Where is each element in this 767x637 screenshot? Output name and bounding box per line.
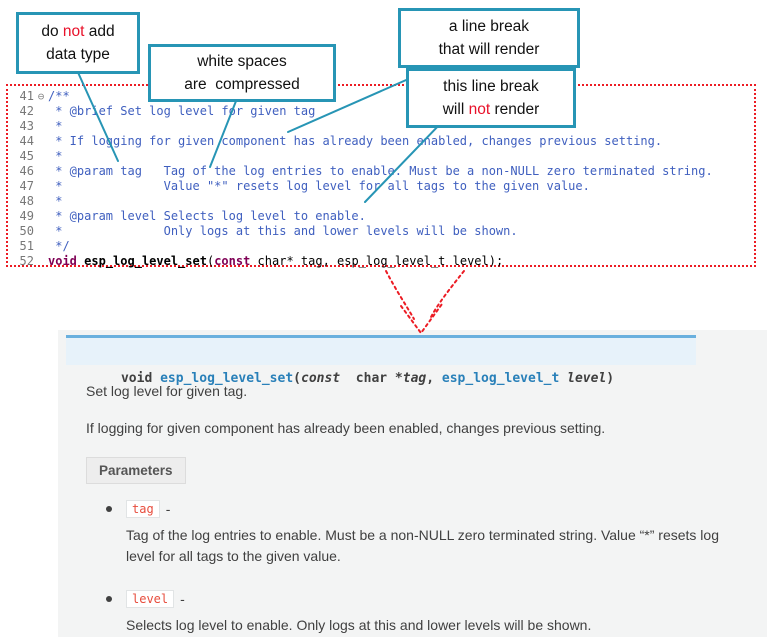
rendered-docs-panel: void esp_log_level_set(const char *tag, …: [58, 330, 767, 637]
sig-punct: ,: [426, 371, 442, 386]
param-name-row: level -: [106, 589, 767, 608]
code-line: 49 * @param level Selects log level to e…: [8, 209, 754, 224]
fold-column: [34, 149, 48, 164]
fold-column: [34, 119, 48, 134]
line-number: 49: [19, 209, 34, 223]
param-name-row: tag -: [106, 499, 767, 518]
line-number: 42: [19, 104, 34, 118]
param-name-chip: tag: [126, 499, 160, 518]
fold-column: [34, 209, 48, 224]
code-line: 51 */: [8, 239, 754, 254]
fold-column: [34, 254, 48, 269]
fold-column: [34, 179, 48, 194]
code-line: 45 *: [8, 149, 754, 164]
fold-collapse-icon[interactable]: ⊖: [37, 90, 45, 103]
detailed-description: If logging for given component has alrea…: [86, 420, 606, 437]
code-editor[interactable]: 41⊖/** 42 * @brief Set log level for giv…: [6, 84, 756, 269]
comment-text: * Only logs at this and lower levels wil…: [48, 224, 518, 238]
code-line-declaration: 52 void esp_log_level_set(const char* tag…: [8, 254, 754, 269]
code-line: 42 * @brief Set log level for given tag: [8, 104, 754, 119]
code-line: 47 * Value "*" resets log level for all …: [8, 179, 754, 194]
line-number: 47: [19, 179, 34, 193]
fold-column: [34, 164, 48, 179]
keyword-const: const: [214, 254, 251, 268]
param-description: Selects log level to enable. Only logs a…: [126, 616, 592, 633]
line-number: 43: [19, 119, 34, 133]
callout-text: white spaces: [197, 53, 287, 70]
code-line: 41⊖/**: [8, 89, 754, 104]
line-number: 48: [19, 194, 34, 208]
param-item: tag - Tag of the log entries to enable. …: [58, 499, 767, 568]
line-number: 52: [19, 254, 34, 268]
sig-function-name: esp_log_level_set: [160, 371, 294, 386]
callout-text: this line break: [443, 78, 539, 95]
keyword-void: void: [48, 254, 77, 268]
param-description: Tag of the log entries to enable. Must b…: [126, 526, 719, 565]
function-signature: void esp_log_level_set(const char *tag, …: [66, 335, 696, 386]
callout-line-break-renders: a line break that will render: [398, 8, 580, 68]
line-number: 46: [19, 164, 34, 178]
comment-text: * If logging for given component has alr…: [48, 134, 663, 148]
sig-punct: ): [606, 371, 615, 386]
line-number: 51: [19, 239, 34, 253]
code-line: 48 *: [8, 194, 754, 209]
callout-text: do not add: [41, 23, 115, 40]
sig-arg-level: level: [567, 371, 607, 386]
line-number: 50: [19, 224, 34, 238]
comment-text: * Value "*" resets log level for all tag…: [48, 179, 590, 193]
sig-arg-tag: tag: [402, 371, 427, 386]
param-name-chip: level: [126, 589, 175, 608]
comment-text: *: [48, 149, 63, 163]
brief-description: Set log level for given tag.: [86, 383, 248, 399]
sig-type-link: esp_log_level_t: [441, 371, 560, 386]
comment-text: * @param tag Tag of the log entries to e…: [48, 164, 713, 178]
sig-punct: (: [293, 371, 301, 386]
param-separator: -: [165, 500, 171, 517]
comment-text: */: [48, 239, 70, 253]
line-number: 44: [19, 134, 34, 148]
bullet-icon: [106, 505, 112, 512]
code-text: char* tag, esp_log_level_t level);: [250, 254, 504, 268]
param-item: level - Selects log level to enable. Onl…: [58, 589, 767, 637]
code-text: [77, 254, 84, 269]
comment-text: * @brief Set log level for given tag: [48, 104, 316, 118]
callout-text: that will render: [438, 41, 540, 58]
bullet-icon: [106, 595, 112, 602]
sig-type: char *: [340, 371, 403, 386]
code-text: (: [206, 254, 215, 268]
comment-text: *: [48, 194, 63, 208]
line-number: 45: [19, 149, 34, 163]
fold-column: [34, 134, 48, 149]
comment-text: /**: [48, 89, 70, 103]
function-name: esp_log_level_set: [84, 254, 207, 268]
comment-text: *: [48, 119, 63, 133]
sig-return-type: void: [120, 371, 161, 386]
param-separator: -: [180, 590, 185, 607]
parameters-heading: Parameters: [86, 456, 186, 484]
highlighted-word: not: [468, 101, 491, 118]
callout-text: will not render: [442, 101, 540, 118]
callout-line-break-not-render: this line break will not render: [406, 68, 576, 128]
red-dotted-arrow-icon: [385, 270, 465, 335]
fold-column: [34, 224, 48, 239]
fold-column: [34, 104, 48, 119]
comment-text: * @param level Selects log level to enab…: [48, 209, 366, 223]
callout-text: a line break: [448, 18, 530, 35]
callout-text: data type: [46, 46, 110, 63]
callout-whitespace-compressed: white spaces are compressed: [148, 44, 336, 102]
code-line: 50 * Only logs at this and lower levels …: [8, 224, 754, 239]
sig-punct: [559, 371, 567, 386]
line-number: 41: [19, 89, 34, 103]
callout-text: are compressed: [184, 76, 300, 93]
fold-column: [34, 194, 48, 209]
code-line: 43 *: [8, 119, 754, 134]
code-line: 44 * If logging for given component has …: [8, 134, 754, 149]
fold-column: [34, 239, 48, 254]
callout-no-data-type: do not add data type: [16, 12, 140, 74]
highlighted-word: not: [62, 23, 85, 40]
code-line: 46 * @param tag Tag of the log entries t…: [8, 164, 754, 179]
sig-keyword-const: const: [301, 371, 341, 386]
